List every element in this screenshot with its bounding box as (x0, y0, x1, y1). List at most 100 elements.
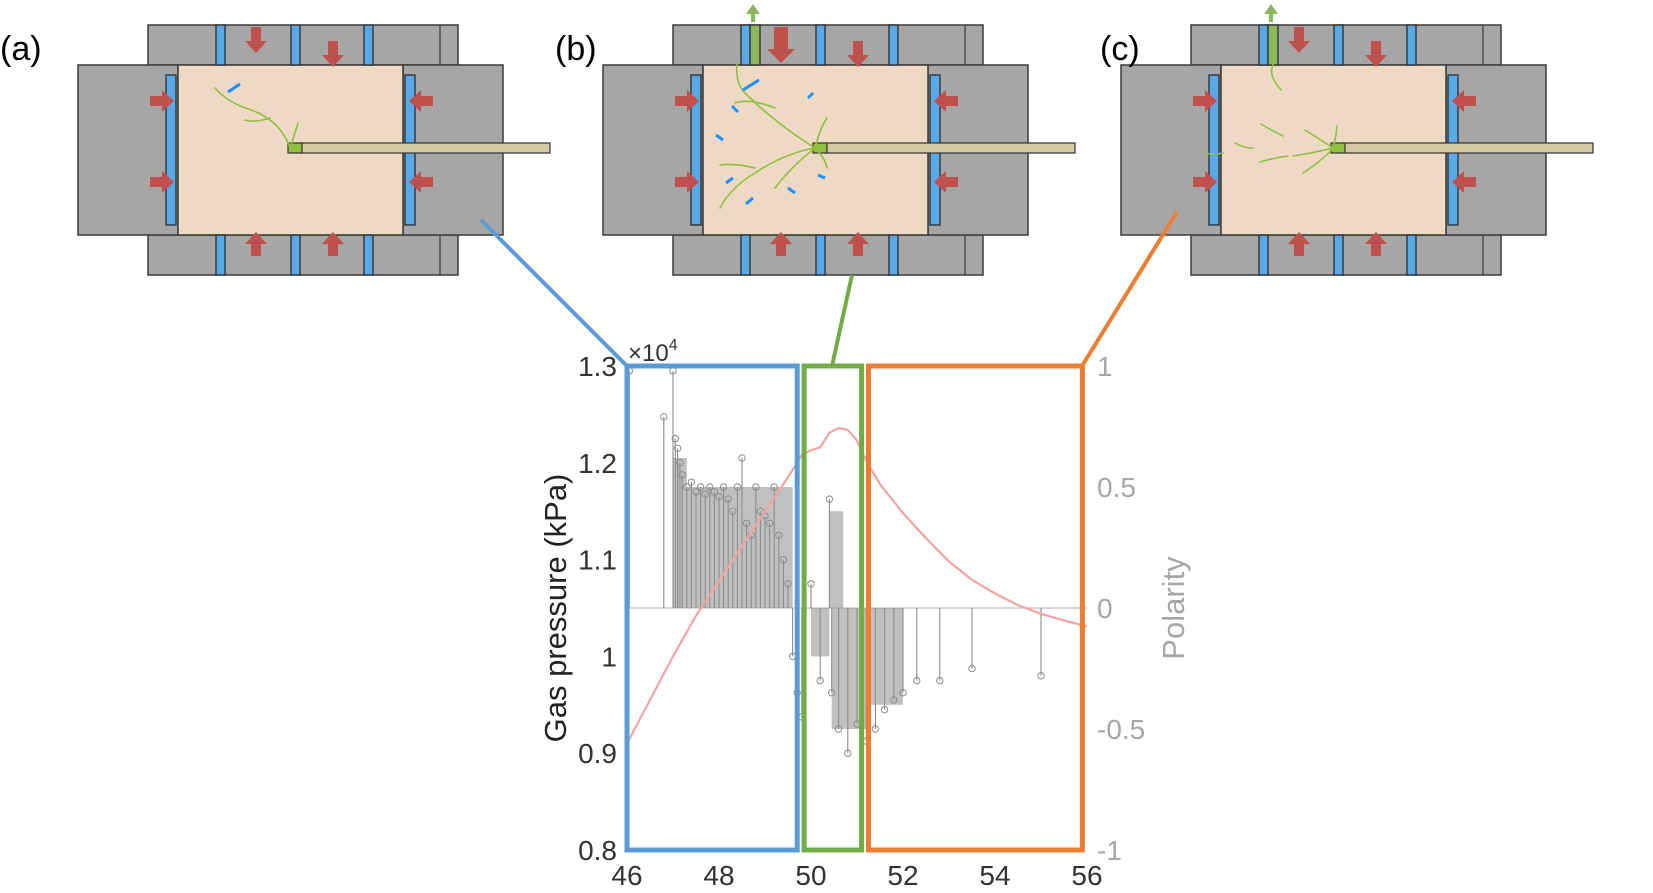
panel-label-b: (b) (555, 30, 597, 68)
injector-rod (1342, 142, 1594, 154)
outlet-tube (1267, 24, 1279, 66)
bottom-block (1190, 234, 1502, 276)
x-tick: 46 (611, 860, 642, 891)
platen-top (215, 24, 226, 66)
platen-bottom (740, 234, 751, 276)
polarity-marker (968, 664, 976, 673)
platen-bottom (815, 234, 826, 276)
platen-left (690, 74, 702, 226)
load-arrow-down (1365, 41, 1387, 67)
connector-b (830, 274, 854, 367)
y-tick-left: 0.8 (578, 835, 617, 866)
left-block (1120, 64, 1222, 236)
platen-bottom (1406, 234, 1417, 276)
gas-arrow (806, 91, 815, 100)
load-arrow-up (847, 232, 869, 256)
platen-top (1258, 24, 1269, 66)
x-tick: 54 (979, 860, 1010, 891)
schematic-panel-c (1120, 4, 1594, 276)
y-tick-left: 1 (601, 641, 617, 672)
outlet-arrow (1264, 4, 1278, 22)
fracture-path (214, 87, 291, 149)
fracture-path (1304, 129, 1334, 149)
highlight-frames (624, 363, 1085, 853)
x-tick: 56 (1071, 860, 1102, 891)
y-exponent-label: ×104 (628, 337, 678, 367)
load-arrow-left (934, 90, 958, 112)
fracture-path (1260, 123, 1284, 137)
load-arrow-up (245, 232, 267, 256)
fracture-path (774, 147, 816, 189)
platen-left (1208, 74, 1220, 226)
polarity-marker (1037, 672, 1045, 680)
y-tick-right: 0 (1097, 593, 1113, 624)
bottom-block (672, 234, 984, 276)
connector-lines (479, 210, 1179, 368)
polarity-marker (825, 495, 834, 503)
load-arrow-up (770, 232, 792, 256)
platen-bottom (1333, 234, 1344, 276)
gas-arrow (745, 196, 754, 206)
top-block (147, 24, 459, 66)
gas-arrow (227, 82, 241, 94)
polarity-marker (816, 676, 824, 685)
gas-arrow (817, 173, 826, 180)
load-arrow-right (675, 171, 699, 193)
platen-bottom (1258, 234, 1269, 276)
y-tick-left: 1.2 (578, 448, 617, 479)
schematic-panel-b (602, 4, 1076, 276)
frame-b (801, 363, 865, 853)
platen-left (165, 74, 177, 226)
polarity-marker (936, 676, 944, 685)
polarity-stems (627, 367, 1045, 757)
load-arrow-right (1193, 171, 1217, 193)
load-arrow-left (1452, 171, 1476, 193)
fracture-path (289, 122, 299, 149)
polarity-marker (913, 676, 921, 685)
load-arrow-up (1365, 232, 1387, 256)
top-block (672, 24, 984, 66)
y-axis-label-right: Polarity (1156, 556, 1191, 660)
platen-top (815, 24, 826, 66)
load-arrow-left (934, 171, 958, 193)
load-arrow-up (1288, 232, 1310, 256)
polarity-marker (807, 580, 815, 588)
y-tick-left: 0.9 (578, 738, 617, 769)
fracture-path (719, 147, 816, 209)
polarity-marker (660, 413, 668, 421)
fracture-path (1332, 125, 1338, 149)
x-tick: 52 (887, 860, 918, 891)
polarity-stem-band (866, 608, 903, 705)
pressure-line (627, 426, 1087, 745)
connector-a (479, 218, 629, 368)
fracture-path (719, 163, 756, 169)
platen-top (1333, 24, 1344, 66)
platen-top (290, 24, 301, 66)
load-arrow-right (150, 171, 174, 193)
fracture-path (1259, 155, 1289, 163)
platen-bottom (363, 234, 374, 276)
load-arrow-down (322, 41, 344, 67)
outlet-arrow (746, 4, 760, 22)
load-arrow-right (1193, 90, 1217, 112)
left-block (77, 64, 179, 236)
gas-arrow (725, 176, 734, 185)
fracture-path (244, 117, 271, 122)
x-tick: 48 (703, 860, 734, 891)
platen-bottom (888, 234, 899, 276)
injector-tip (287, 142, 303, 154)
injector-rod (824, 142, 1076, 154)
panel-label-c: (c) (1100, 30, 1140, 68)
y-tick-left: 1.3 (578, 351, 617, 382)
fracture-path (734, 100, 776, 109)
load-arrow-down (245, 27, 267, 53)
y-tick-right: -0.5 (1097, 714, 1145, 745)
fracture-path (1234, 142, 1254, 149)
polarity-marker (844, 749, 852, 757)
gas-arrow (715, 133, 724, 142)
load-arrow-up (322, 232, 344, 256)
platen-bottom (290, 234, 301, 276)
x-tick: 50 (795, 860, 826, 891)
